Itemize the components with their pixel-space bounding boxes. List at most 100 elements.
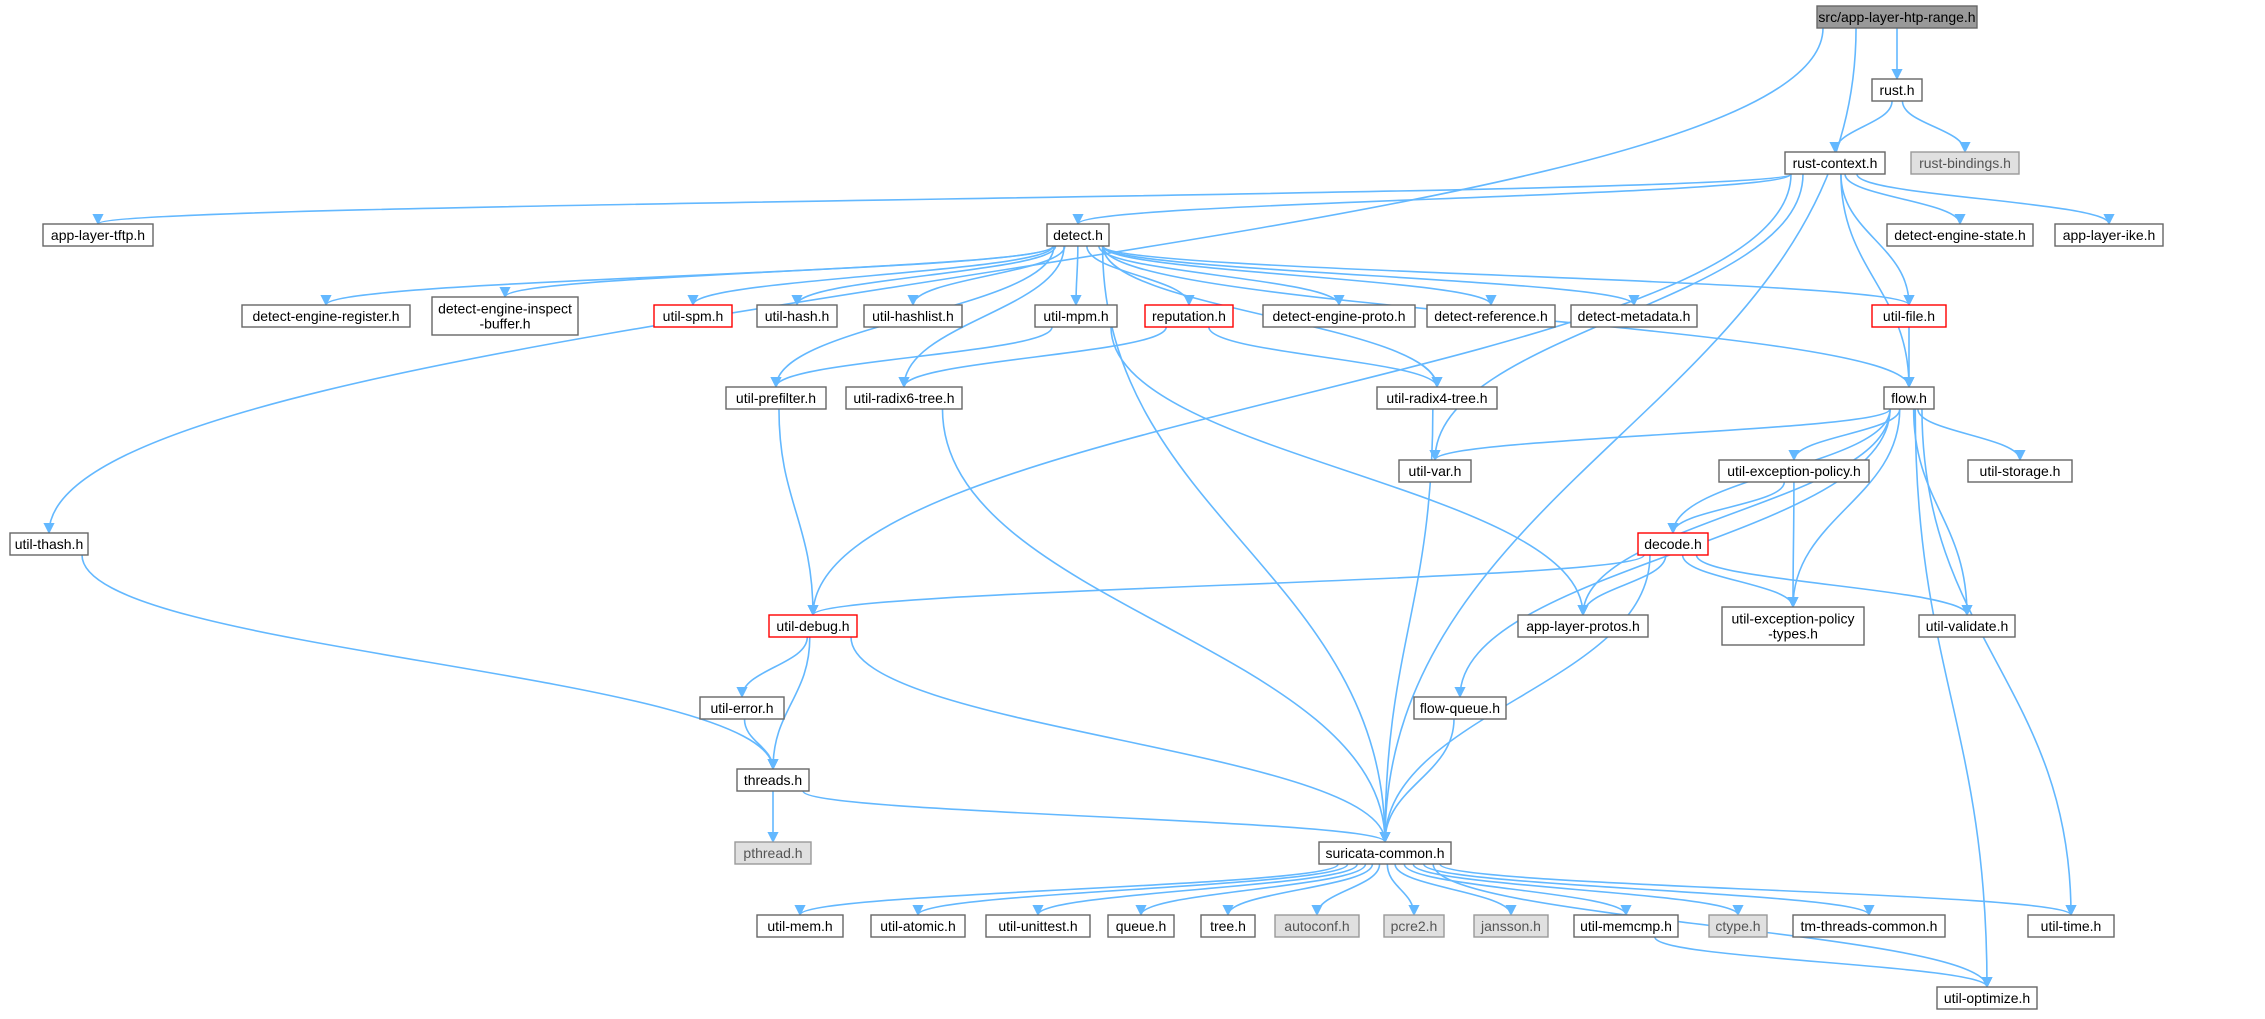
node-box <box>1967 459 2073 483</box>
edge-detect-to-r6 <box>898 245 1065 389</box>
node-hash[interactable]: util-hash.h <box>756 304 838 328</box>
node-fq[interactable]: flow-queue.h <box>1413 696 1507 720</box>
node-label: app-layer-tftp.h <box>51 227 145 243</box>
node-box <box>985 914 1091 938</box>
node-hashlist[interactable]: util-hashlist.h <box>863 304 963 328</box>
node-label: detect-engine-register.h <box>252 308 399 324</box>
node-mpm[interactable]: util-mpm.h <box>1034 304 1118 328</box>
node-time[interactable]: util-time.h <box>2027 914 2115 938</box>
node-flow[interactable]: flow.h <box>1883 386 1935 410</box>
node-label: tree.h <box>1210 918 1246 934</box>
edge-debug-to-err <box>736 636 809 699</box>
node-label: detect-engine-inspect-buffer.h <box>438 301 572 332</box>
node-label: detect-engine-proto.h <box>1272 308 1405 324</box>
edge-debug-to-sc <box>850 636 1391 844</box>
node-box <box>1871 78 1923 102</box>
node-sc[interactable]: suricata-common.h <box>1318 841 1452 865</box>
node-dep[interactable]: detect-engine-proto.h <box>1262 304 1416 328</box>
node-queue[interactable]: queue.h <box>1107 914 1175 938</box>
node-autoconf: autoconf.h <box>1274 914 1360 938</box>
node-label: rust-bindings.h <box>1919 155 2011 171</box>
node-label: queue.h <box>1116 918 1167 934</box>
edge-detect-to-sc <box>1101 245 1391 844</box>
edge-rust-to-rustctx <box>1829 100 1893 154</box>
edge-flow-to-var <box>1429 408 1891 462</box>
edge-flow-to-uep <box>1788 408 1901 462</box>
node-box <box>9 532 89 556</box>
edge-sc-to-mem <box>794 863 1339 917</box>
node-unittest[interactable]: util-unittest.h <box>985 914 1091 938</box>
node-threads[interactable]: threads.h <box>736 768 810 792</box>
node-box <box>1573 914 1679 938</box>
node-deib[interactable]: detect-engine-inspect-buffer.h <box>431 296 579 336</box>
node-label: util-var.h <box>1409 463 1462 479</box>
node-uept[interactable]: util-exception-policy-types.h <box>1721 606 1865 646</box>
edge-debug-to-threads <box>767 636 811 771</box>
node-tftp[interactable]: app-layer-tftp.h <box>42 223 154 247</box>
node-des[interactable]: detect-engine-state.h <box>1886 223 2034 247</box>
edge-rep-to-r4 <box>1208 326 1443 389</box>
node-mem[interactable]: util-mem.h <box>756 914 844 938</box>
node-label: tm-threads-common.h <box>1801 918 1938 934</box>
edge-rustctx-to-detect <box>1072 173 1792 226</box>
node-label: util-error.h <box>710 700 773 716</box>
node-label: util-unittest.h <box>998 918 1077 934</box>
node-dmeta[interactable]: detect-metadata.h <box>1570 304 1698 328</box>
node-prefilter[interactable]: util-prefilter.h <box>725 386 827 410</box>
node-memcmp[interactable]: util-memcmp.h <box>1573 914 1679 938</box>
node-label: util-radix4-tree.h <box>1386 390 1487 406</box>
edge-sc-to-jansson <box>1394 863 1517 917</box>
node-debug[interactable]: util-debug.h <box>768 614 858 638</box>
node-uep[interactable]: util-exception-policy.h <box>1718 459 1870 483</box>
node-rustctx[interactable]: rust-context.h <box>1784 151 1886 175</box>
edge-sc-to-time <box>1439 863 2077 917</box>
node-storage[interactable]: util-storage.h <box>1967 459 2073 483</box>
node-box <box>2054 223 2164 247</box>
node-validate[interactable]: util-validate.h <box>1918 614 2016 638</box>
node-err[interactable]: util-error.h <box>699 696 785 720</box>
node-alp[interactable]: app-layer-protos.h <box>1517 614 1649 638</box>
node-thash[interactable]: util-thash.h <box>9 532 89 556</box>
edge-detect-to-deib <box>499 245 1054 299</box>
edge-flow-to-uept <box>1787 408 1901 609</box>
node-box <box>1910 151 2020 175</box>
node-ike[interactable]: app-layer-ike.h <box>2054 223 2164 247</box>
node-tmtc[interactable]: tm-threads-common.h <box>1792 914 1946 938</box>
node-detect[interactable]: detect.h <box>1046 223 1110 247</box>
node-dref[interactable]: detect-reference.h <box>1426 304 1556 328</box>
node-box <box>1886 223 2034 247</box>
edge-r6-to-sc <box>941 408 1391 844</box>
node-box <box>756 914 844 938</box>
node-der[interactable]: detect-engine-register.h <box>241 304 411 328</box>
edge-rustctx-to-flow <box>1840 173 1915 389</box>
node-box <box>1871 304 1947 328</box>
node-label: util-prefilter.h <box>736 390 816 406</box>
node-r6[interactable]: util-radix6-tree.h <box>845 386 963 410</box>
node-spm[interactable]: util-spm.h <box>653 304 733 328</box>
node-box <box>431 296 579 336</box>
edge-rustctx-to-tftp <box>93 173 1792 226</box>
edge-threads-to-sc <box>802 790 1391 844</box>
node-label: autoconf.h <box>1284 918 1349 934</box>
node-pthread: pthread.h <box>734 841 812 865</box>
edge-flow-to-time <box>1921 408 2077 917</box>
node-label: util-mem.h <box>767 918 832 934</box>
node-decode[interactable]: decode.h <box>1637 532 1709 556</box>
node-tree[interactable]: tree.h <box>1200 914 1256 938</box>
node-rust[interactable]: rust.h <box>1871 78 1923 102</box>
node-box <box>756 304 838 328</box>
node-atomic[interactable]: util-atomic.h <box>870 914 966 938</box>
node-label: detect.h <box>1053 227 1103 243</box>
node-rep[interactable]: reputation.h <box>1144 304 1234 328</box>
edge-rep-to-r6 <box>898 326 1167 389</box>
node-var[interactable]: util-var.h <box>1398 459 1472 483</box>
edge-decode-to-debug <box>807 554 1645 617</box>
node-r4[interactable]: util-radix4-tree.h <box>1376 386 1498 410</box>
node-optimize[interactable]: util-optimize.h <box>1936 986 2038 1010</box>
node-box <box>870 914 966 938</box>
node-box <box>241 304 411 328</box>
node-box <box>1792 914 1946 938</box>
edge-sc-to-ctype <box>1412 863 1744 917</box>
node-ufile[interactable]: util-file.h <box>1871 304 1947 328</box>
edge-rustctx-to-ike <box>1856 173 2115 226</box>
